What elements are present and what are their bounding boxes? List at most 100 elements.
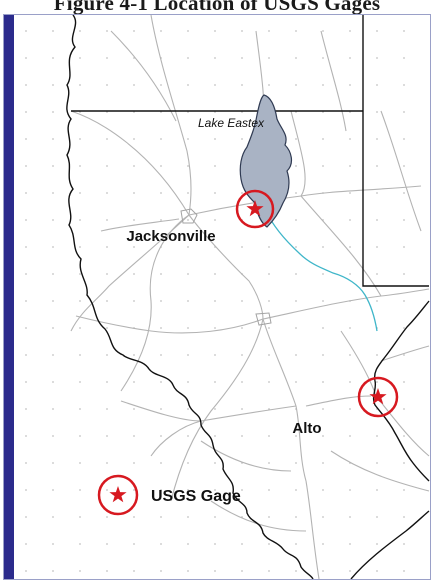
grid-dot bbox=[25, 435, 27, 437]
grid-dot bbox=[25, 327, 27, 329]
grid-dot bbox=[79, 408, 81, 410]
grid-dot bbox=[214, 435, 216, 437]
grid-dot bbox=[322, 570, 324, 572]
city-label-jacksonville: Jacksonville bbox=[126, 228, 215, 245]
grid-dot bbox=[214, 138, 216, 140]
grid-dot bbox=[25, 516, 27, 518]
grid-dot bbox=[187, 489, 189, 491]
grid-dot bbox=[322, 489, 324, 491]
grid-dot bbox=[214, 219, 216, 221]
grid-dot bbox=[187, 516, 189, 518]
grid-dot bbox=[133, 192, 135, 194]
grid-dot bbox=[214, 30, 216, 32]
grid-dot bbox=[25, 57, 27, 59]
grid-dot bbox=[79, 462, 81, 464]
map-frame: Lake Eastex Jacksonville Alto USGS Gage bbox=[3, 14, 431, 580]
grid-dot bbox=[376, 516, 378, 518]
grid-dot bbox=[187, 192, 189, 194]
grid-dot bbox=[241, 192, 243, 194]
grid-dot bbox=[349, 435, 351, 437]
grid-dot bbox=[25, 246, 27, 248]
grid-dot bbox=[295, 489, 297, 491]
grid-dot bbox=[376, 219, 378, 221]
grid-dot bbox=[295, 462, 297, 464]
grid-dot bbox=[295, 381, 297, 383]
grid-dot bbox=[268, 381, 270, 383]
grid-dot bbox=[376, 246, 378, 248]
grid-dot bbox=[187, 435, 189, 437]
road bbox=[380, 110, 422, 232]
grid-dot bbox=[214, 516, 216, 518]
grid-dot bbox=[403, 408, 405, 410]
grid-dot bbox=[79, 273, 81, 275]
grid-dot bbox=[403, 273, 405, 275]
grid-dot bbox=[322, 246, 324, 248]
grid-dot bbox=[133, 165, 135, 167]
grid-dot bbox=[160, 165, 162, 167]
grid-dot bbox=[25, 30, 27, 32]
grid-dot bbox=[268, 246, 270, 248]
roads bbox=[70, 15, 430, 579]
grid-dot bbox=[241, 354, 243, 356]
grid-dot bbox=[133, 381, 135, 383]
grid-dot bbox=[322, 84, 324, 86]
grid-dot bbox=[349, 408, 351, 410]
grid-dot bbox=[133, 516, 135, 518]
grid-dot bbox=[187, 381, 189, 383]
grid-dot bbox=[160, 570, 162, 572]
grid-dot bbox=[133, 408, 135, 410]
usgs-gage-marker[interactable] bbox=[357, 376, 399, 418]
grid-dot bbox=[106, 84, 108, 86]
grid-dot bbox=[106, 57, 108, 59]
grid-dot bbox=[106, 138, 108, 140]
grid-dot bbox=[403, 570, 405, 572]
grid-dot bbox=[52, 192, 54, 194]
grid-dot bbox=[214, 273, 216, 275]
grid-dot bbox=[133, 273, 135, 275]
grid-dot bbox=[295, 57, 297, 59]
grid-dot bbox=[25, 489, 27, 491]
grid-dot bbox=[376, 84, 378, 86]
grid-dot bbox=[187, 84, 189, 86]
grid-dot bbox=[241, 138, 243, 140]
grid-dot bbox=[160, 462, 162, 464]
grid-dot bbox=[25, 570, 27, 572]
grid-dot bbox=[52, 246, 54, 248]
grid-dot bbox=[241, 408, 243, 410]
grid-dot bbox=[79, 354, 81, 356]
usgs-gage-marker[interactable] bbox=[235, 189, 275, 229]
grid-dot bbox=[322, 57, 324, 59]
grid-dot bbox=[160, 30, 162, 32]
grid-dot bbox=[160, 516, 162, 518]
road bbox=[380, 345, 430, 362]
grid-dot bbox=[52, 138, 54, 140]
grid-dot bbox=[214, 489, 216, 491]
grid-dot bbox=[187, 354, 189, 356]
grid-dot bbox=[295, 192, 297, 194]
grid-dot bbox=[268, 462, 270, 464]
grid-dot bbox=[187, 462, 189, 464]
road bbox=[150, 405, 297, 457]
grid-dot bbox=[106, 246, 108, 248]
grid-dot bbox=[322, 30, 324, 32]
county-lines bbox=[66, 15, 430, 579]
grid-dot bbox=[241, 30, 243, 32]
grid-dot bbox=[52, 543, 54, 545]
grid-dot bbox=[403, 138, 405, 140]
grid-dot bbox=[214, 570, 216, 572]
grid-dot bbox=[403, 381, 405, 383]
grid-dot bbox=[295, 165, 297, 167]
grid-dot bbox=[403, 543, 405, 545]
grid-dot bbox=[106, 381, 108, 383]
grid-dot bbox=[52, 435, 54, 437]
grid-dot bbox=[214, 327, 216, 329]
grid-dot bbox=[25, 192, 27, 194]
grid-dot bbox=[403, 435, 405, 437]
town-jacksonville-outline bbox=[180, 208, 198, 224]
grid-dot bbox=[79, 300, 81, 302]
town-alto-outline bbox=[255, 312, 272, 326]
grid-dot bbox=[376, 543, 378, 545]
grid-dot bbox=[268, 543, 270, 545]
road bbox=[70, 110, 190, 216]
grid-dot bbox=[268, 435, 270, 437]
